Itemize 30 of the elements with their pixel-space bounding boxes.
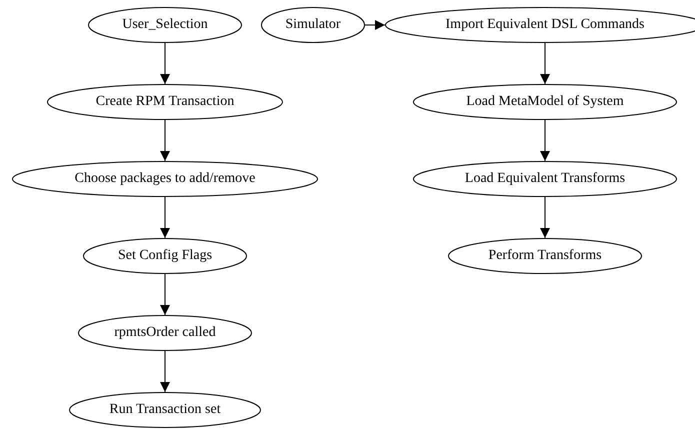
process-ellipse — [88, 7, 242, 43]
arrow — [160, 350, 170, 392]
arrow — [160, 196, 170, 238]
arrow — [160, 274, 170, 316]
arrow — [540, 42, 550, 84]
node-label: rpmtsOrder called — [114, 325, 216, 341]
node-label: Choose packages to add/remove — [74, 171, 256, 187]
node-label: Load MetaModel of System — [466, 94, 624, 110]
process-ellipse — [413, 161, 677, 197]
node-label: Import Equivalent DSL Commands — [446, 17, 644, 33]
arrow — [160, 120, 170, 162]
process-ellipse — [413, 84, 677, 120]
process-ellipse — [47, 84, 283, 120]
arrow — [364, 20, 386, 30]
process-ellipse — [78, 315, 252, 351]
process-ellipse — [69, 392, 261, 428]
node-label: Run Transaction set — [109, 402, 221, 418]
arrow — [540, 196, 550, 238]
process-ellipse — [83, 238, 247, 274]
process-ellipse — [12, 161, 318, 197]
node-label: Set Config Flags — [118, 248, 212, 264]
arrow — [160, 42, 170, 84]
process-ellipse — [448, 238, 642, 274]
node-label: User_Selection — [122, 17, 208, 33]
process-ellipse — [261, 7, 365, 43]
node-label: Create RPM Transaction — [96, 94, 234, 110]
node-label: Load Equivalent Transforms — [464, 171, 626, 187]
node-label: Simulator — [285, 17, 341, 33]
arrow — [540, 120, 550, 162]
node-label: Perform Transforms — [488, 248, 602, 264]
